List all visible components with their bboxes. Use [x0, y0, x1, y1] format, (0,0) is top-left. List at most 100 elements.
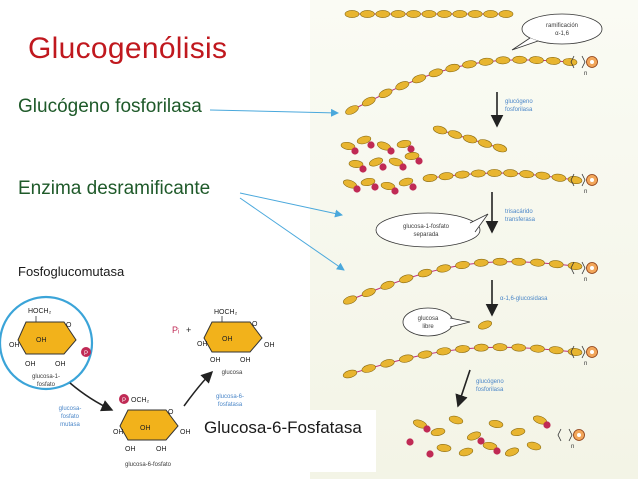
released-glucose-1-phosphate-phosphate: [367, 141, 375, 149]
chain-top-unit: [562, 58, 578, 66]
step2-enzyme-line1: trisacárido: [505, 209, 533, 215]
chain-top-end-bracket: [581, 55, 586, 69]
chain-row4-unit: [455, 345, 470, 353]
released-glucose-1-phosphate: [360, 177, 376, 187]
glucosa-libre-bubble: glucosa libre: [402, 307, 471, 337]
chain-top-unit: [361, 96, 376, 107]
g6p-och2: OCH₂: [131, 397, 150, 404]
released-glucose-1-phosphate-phosphate: [359, 165, 367, 173]
chain-top-unit: [378, 88, 393, 99]
glycogen-core-subscript: n: [584, 361, 587, 367]
released-glucose-1-phosphate: [340, 141, 356, 151]
ramificacion-bubble: ramificación α-1,6: [511, 13, 603, 51]
g6p-oh-left: OH: [113, 429, 124, 436]
glc-oh-left: OH: [197, 341, 208, 348]
branch-top-unit: [344, 10, 360, 18]
branch-top-unit: [498, 10, 514, 18]
chain-row3-unit: [455, 261, 470, 269]
chain-row3-end-bracket: [570, 261, 575, 275]
g6p-oh-bottom-left: OH: [125, 446, 136, 453]
g6pase-enzyme-line2: fosfatasa: [218, 402, 243, 408]
chain-row2-unit: [454, 170, 470, 179]
branch-top-unit: [375, 10, 391, 18]
chain-row2-unit: [471, 169, 486, 178]
chain-top-unit: [462, 60, 477, 69]
inorganic-phosphate: Pᵢ: [172, 325, 179, 335]
released-glucose-1-phosphate: [348, 160, 364, 168]
released-glucose: [448, 415, 464, 425]
chain-row2-unit: [503, 169, 518, 178]
chain-top-end-bracket: [570, 55, 575, 69]
chain-row4-unit: [530, 344, 545, 353]
chain-row3-unit: [417, 268, 433, 278]
free-glucose: [478, 320, 492, 330]
g1p-oh-left: OH: [9, 342, 20, 349]
g6p-oh-middle: OH: [140, 425, 151, 432]
glc-hoch2: HOCH₂: [214, 309, 238, 316]
arrow-g1p-to-g6p: [69, 382, 114, 412]
glucosa-libre-line2: libre: [422, 324, 434, 330]
released-glucose-1-phosphate: [356, 135, 372, 145]
pgm-enzyme-line2: fosfato: [61, 414, 80, 420]
glucosa-libre-line1: glucosa: [418, 316, 439, 322]
label-glucosa-6-fosfatasa: Glucosa-6-Fosfatasa: [204, 418, 362, 437]
branch-row2-unit: [492, 143, 508, 153]
highlight-circle: [0, 295, 94, 391]
label-glucosa-6-fosfatasa-box: Glucosa-6-Fosfatasa: [198, 410, 376, 472]
chain-top-unit: [345, 105, 359, 115]
chain-row4-unit: [417, 350, 433, 359]
g6p-phosphate: P: [122, 398, 126, 404]
branch-top-unit: [390, 10, 406, 18]
released-phosphate: [406, 438, 414, 446]
chain-row2-end-bracket: [570, 173, 575, 187]
step1-enzyme-line1: glucógeno: [505, 99, 533, 105]
chain-row4-unit: [548, 346, 564, 355]
step4-enzyme-line1: glucógeno: [476, 379, 504, 385]
chain-row3-unit: [343, 295, 357, 305]
chain-top-unit: [529, 56, 544, 65]
plus-sign: +: [186, 325, 191, 335]
g1p-name-line2: fosfato: [37, 382, 56, 388]
glucose-6-phosphate-structure: P OCH₂ O OH OH OH OH OH glucosa-6-fosfat…: [113, 394, 191, 468]
chain-top-unit: [478, 57, 494, 66]
released-glucose-1-phosphate-phosphate: [387, 147, 395, 155]
chain-row3-unit: [492, 257, 508, 266]
ramificacion-line2: α-1,6: [555, 31, 569, 37]
chain-top-unit: [428, 68, 443, 78]
chain-row3-unit: [361, 288, 376, 297]
released-glucose-1-phosphate-phosphate: [409, 183, 417, 191]
chain-row2-unit: [519, 170, 534, 179]
chain-row3-unit: [530, 258, 545, 267]
branch-top-unit: [467, 10, 483, 18]
released-glucose-1-phosphate: [396, 139, 412, 149]
released-glucose-1-phosphate-phosphate: [415, 157, 423, 165]
chain-row3-unit: [380, 280, 395, 290]
released-glucose-1-phosphate-phosphate: [493, 447, 501, 455]
page-title: Glucogenólisis: [28, 32, 228, 65]
chain-row3-unit: [399, 274, 414, 284]
arrow-to-step3: [239, 197, 345, 271]
chain-row4-unit: [342, 369, 358, 379]
g1p-oh-bottom: OH: [55, 361, 66, 368]
chain-row4-unit: [436, 347, 452, 356]
g6pase-enzyme-line1: glucosa-6-: [216, 394, 244, 400]
released-glucose-1-phosphate-phosphate: [423, 425, 431, 433]
chain-top-unit: [445, 63, 460, 73]
released-glucose: [526, 441, 542, 451]
chain-row2-unit: [487, 169, 502, 177]
chain-row4-end-bracket: [570, 345, 575, 359]
step1-enzyme-line2: fosforilasa: [505, 107, 533, 113]
chain-row4-unit: [511, 343, 527, 352]
chain-top-unit: [545, 56, 561, 65]
arrow-g6p-to-glucose: [183, 370, 214, 407]
glc-ring-o: O: [252, 321, 258, 328]
g1p-oh-bottom-left: OH: [25, 361, 36, 368]
branch-top-unit: [452, 10, 468, 18]
glucose-structure: HOCH₂ O OH OH OH OH OH glucosa: [197, 309, 275, 376]
released-glucose-1-phosphate-phosphate: [543, 421, 551, 429]
chain-row4-unit: [399, 354, 414, 363]
branch-top-unit: [360, 10, 375, 18]
released-glucose-1-phosphate: [467, 431, 481, 441]
